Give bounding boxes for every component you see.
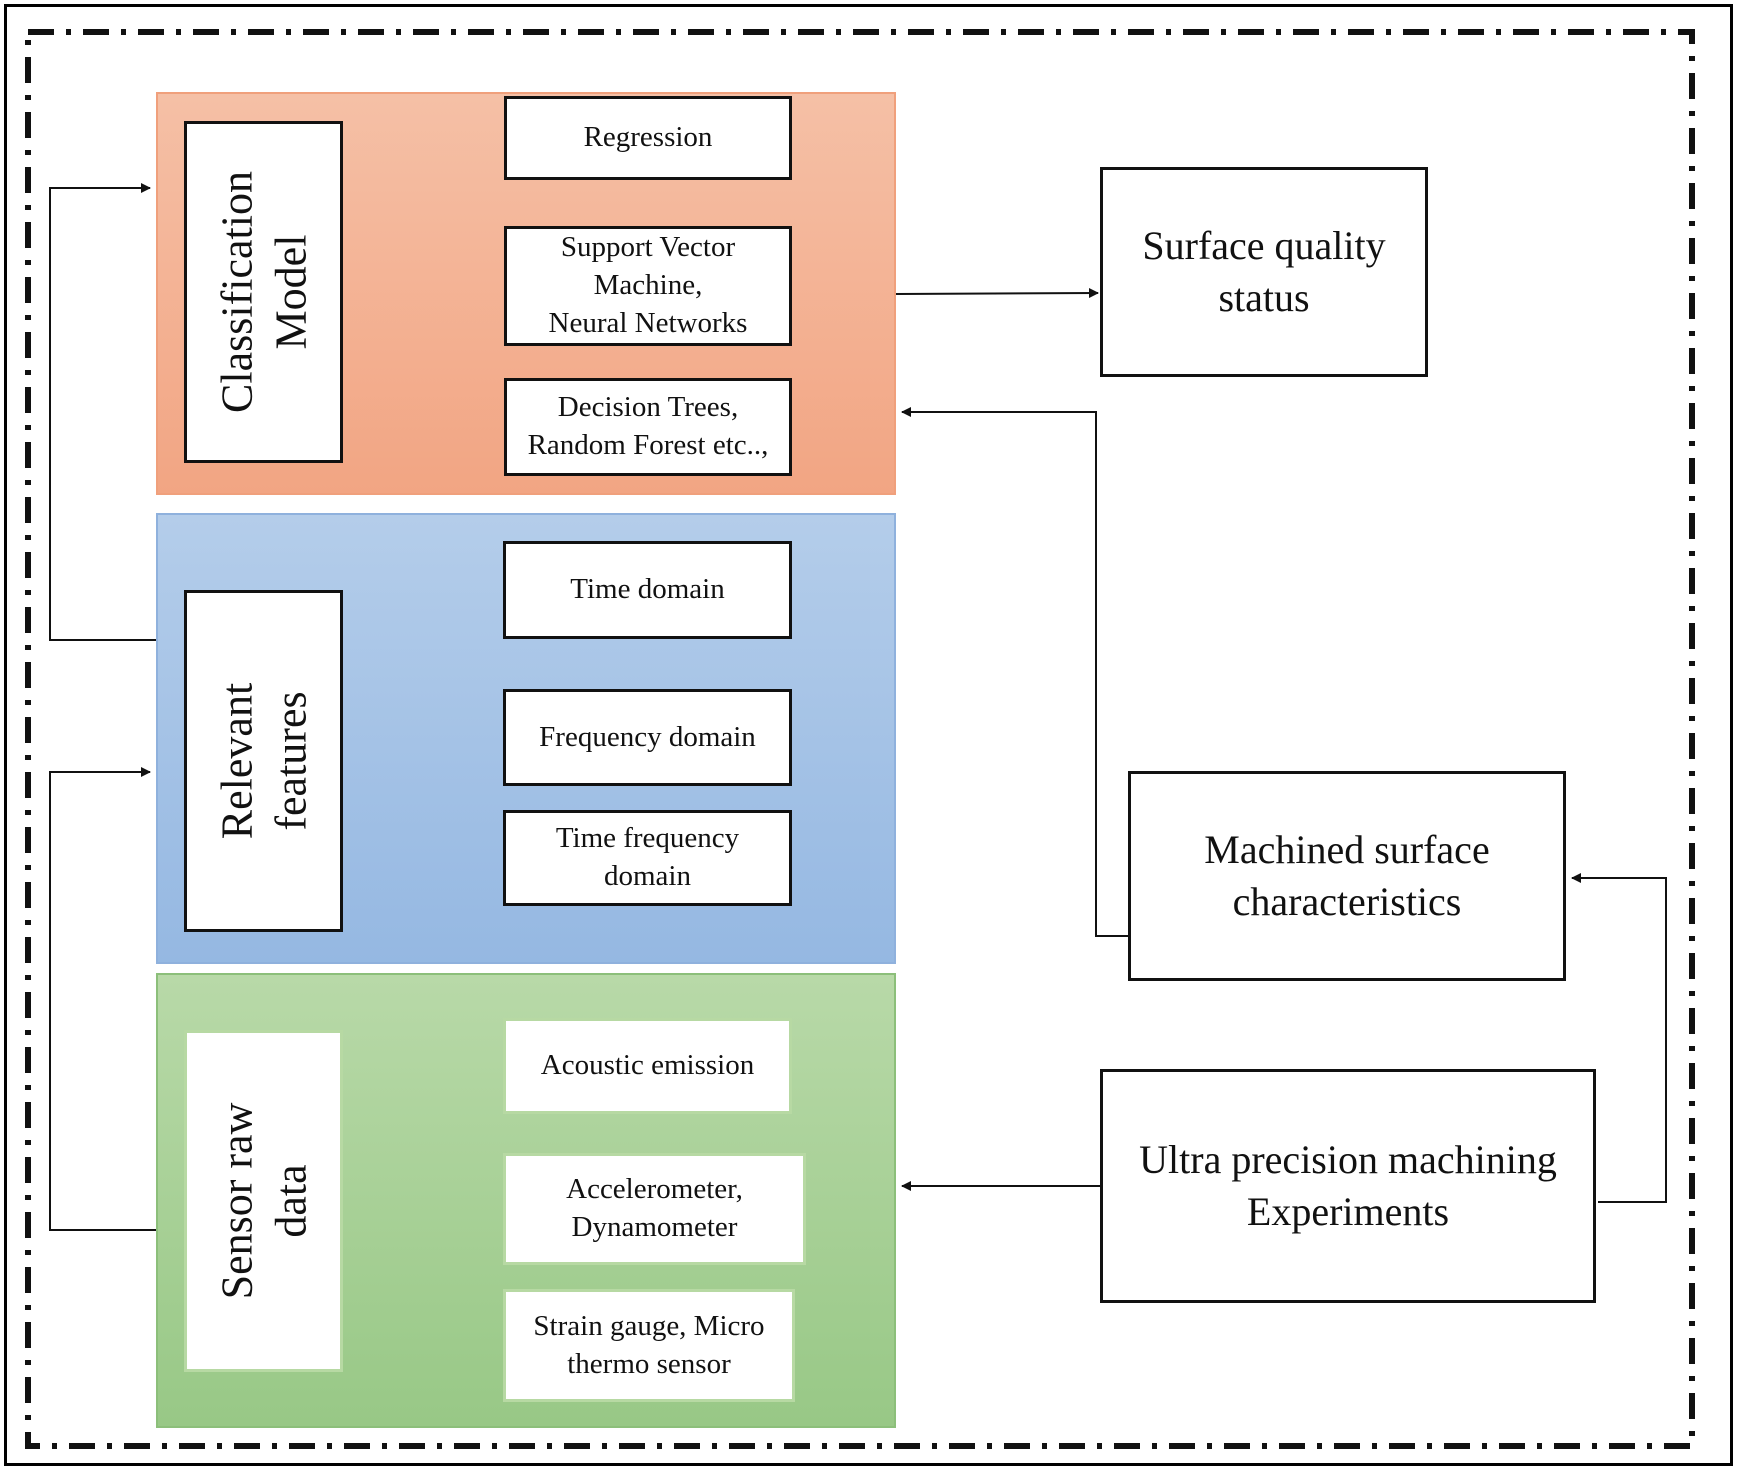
accelerometer-box: Accelerometer, Dynamometer — [503, 1153, 806, 1265]
sensor-raw-data-label: Sensor raw data — [184, 1030, 343, 1372]
sensor-title-line-1: Sensor raw — [211, 1102, 261, 1300]
arrow-machined-to-classification — [901, 407, 1130, 937]
relevant-features-label: Relevant features — [184, 590, 343, 932]
regression-box: Regression — [504, 96, 792, 180]
strain-gauge-text-line-1: Strain gauge, Micro — [533, 1309, 765, 1342]
experiments-text-line-1: Ultra precision machining — [1139, 1137, 1557, 1182]
features-title-line-1: Relevant — [211, 682, 261, 840]
surface-quality-text-line-1: Surface quality — [1142, 223, 1386, 268]
arrow-features-to-classification — [49, 183, 156, 641]
classification-model-label: Classification Model — [184, 121, 343, 463]
experiments-text-line-2: Experiments — [1246, 1189, 1450, 1234]
outer-frame — [4, 4, 1733, 1466]
decision-trees-text-line-2: Random Forest etc.., — [527, 429, 769, 461]
arrow-classification-to-quality — [895, 288, 1099, 299]
time-frequency-domain-box: Time frequency domain — [503, 810, 792, 906]
decision-trees-box: Decision Trees, Random Forest etc.., — [504, 378, 792, 476]
svm-nn-box: Support Vector Machine, Neural Networks — [504, 226, 792, 346]
accelerometer-text-line-1: Accelerometer, — [566, 1173, 743, 1206]
strain-gauge-box: Strain gauge, Micro thermo sensor — [503, 1289, 795, 1402]
acoustic-emission-text: Acoustic emission — [540, 1049, 755, 1082]
dash-dot-border — [25, 29, 1695, 1449]
features-title-line-2: features — [265, 691, 315, 831]
time-domain-box: Time domain — [503, 541, 792, 639]
frequency-domain-text: Frequency domain — [539, 720, 756, 753]
svm-text-line-2: Machine, — [593, 269, 703, 302]
surface-quality-text-line-2: status — [1218, 275, 1310, 320]
svm-text-line-3: Neural Networks — [548, 306, 748, 339]
sensor-title-line-2: data — [265, 1164, 315, 1238]
arrow-sensor-to-features — [49, 767, 156, 1231]
decision-trees-text-line-1: Decision Trees, — [557, 391, 739, 424]
svm-text-line-1: Support Vector — [560, 231, 736, 264]
experiments-box: Ultra precision machining Experiments — [1100, 1069, 1596, 1303]
time-frequency-text-line-2: domain — [604, 860, 691, 892]
machined-surface-text-line-2: characteristics — [1232, 879, 1462, 924]
classification-title-line-2: Model — [265, 234, 315, 350]
classification-title-line-1: Classification — [211, 171, 261, 413]
machined-surface-text-line-1: Machined surface — [1204, 827, 1490, 872]
time-frequency-text-line-1: Time frequency — [555, 822, 740, 855]
frequency-domain-box: Frequency domain — [503, 689, 792, 786]
time-domain-text: Time domain — [570, 573, 725, 606]
regression-text: Regression — [583, 121, 713, 154]
acoustic-emission-box: Acoustic emission — [503, 1018, 792, 1114]
surface-quality-status-box: Surface quality status — [1100, 167, 1428, 377]
accelerometer-text-line-2: Dynamometer — [571, 1211, 738, 1243]
strain-gauge-text-line-2: thermo sensor — [567, 1347, 731, 1380]
arrow-experiments-to-machined — [1571, 873, 1667, 1203]
machined-surface-box: Machined surface characteristics — [1128, 771, 1566, 981]
